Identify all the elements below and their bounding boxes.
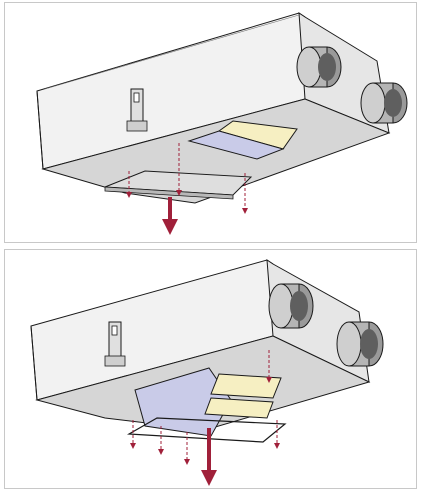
duct-connector-icon bbox=[336, 321, 384, 367]
filter-hatch-frame bbox=[126, 417, 287, 443]
exchanger-block bbox=[134, 367, 232, 437]
duct-connector-icon bbox=[360, 82, 408, 124]
filter-yellow bbox=[210, 373, 282, 399]
unit-open-drawing bbox=[30, 259, 384, 486]
filter-yellow bbox=[204, 397, 274, 419]
down-arrow-icon bbox=[201, 428, 217, 486]
mounting-bracket bbox=[104, 321, 126, 367]
dashed-arrow-icon bbox=[130, 350, 280, 465]
panel-hatch-open bbox=[4, 249, 417, 489]
panel-hatch-closed bbox=[4, 2, 417, 243]
dashed-arrow-icon bbox=[126, 143, 248, 214]
unit-closed-drawing bbox=[36, 12, 408, 235]
filter-blue bbox=[187, 130, 285, 160]
duct-connector-icon bbox=[296, 46, 342, 88]
down-arrow-icon bbox=[162, 197, 178, 235]
duct-connector-icon bbox=[268, 283, 314, 329]
mounting-bracket bbox=[126, 88, 148, 132]
